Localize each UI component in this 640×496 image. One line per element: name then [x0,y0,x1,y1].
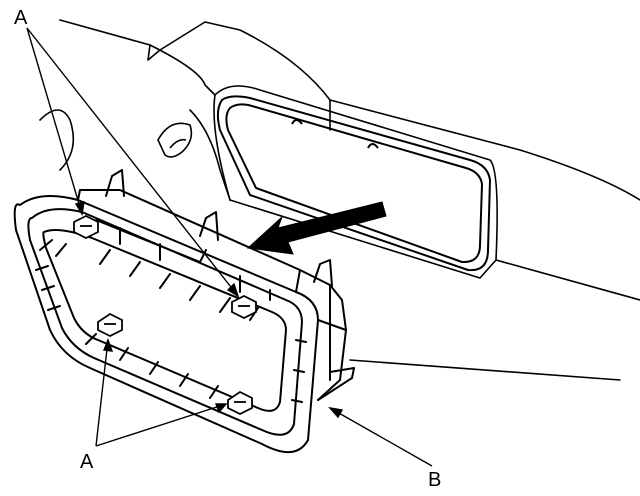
window-opening [216,95,491,272]
clip-bottom-left [97,312,123,338]
leader-lines [26,27,433,467]
clip-top-right [231,294,257,320]
callout-b: B [428,469,441,491]
clip-bottom-right [227,390,253,416]
clip-top-left [73,214,99,240]
removal-direction-arrow [246,201,387,255]
callout-a-top: A [14,7,28,29]
panel-hook [157,122,193,158]
housing [13,169,355,453]
body-panel [39,19,640,381]
callout-a-bottom: A [80,451,94,473]
